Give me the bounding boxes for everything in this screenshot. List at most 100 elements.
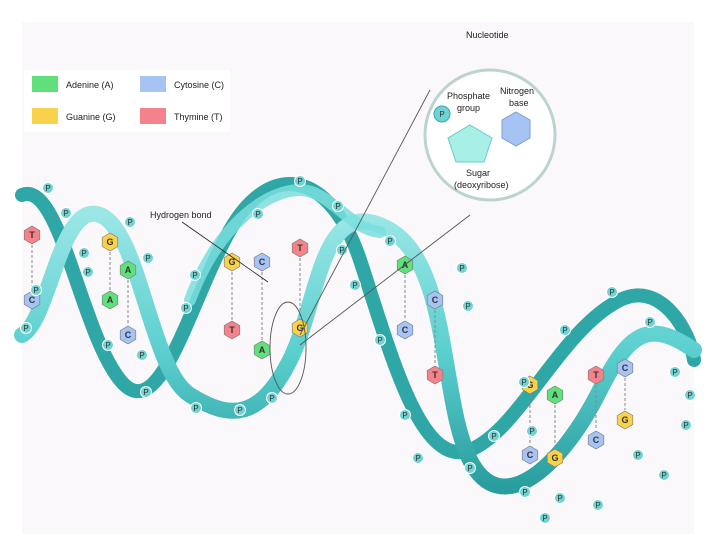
- phosphate-marker: [632, 449, 644, 461]
- phosphate-marker: [252, 208, 264, 220]
- phosphate-group-label-line1: Phosphate: [447, 91, 490, 101]
- phosphate-marker: [518, 376, 530, 388]
- phosphate-marker: [189, 269, 201, 281]
- phosphate-marker-letter: P: [387, 237, 392, 246]
- phosphate-marker-letter: P: [529, 427, 534, 436]
- legend-label-cytosine: Cytosine (C): [174, 80, 224, 90]
- base-letter: T: [432, 370, 438, 380]
- phosphate-marker: [136, 349, 148, 361]
- phosphate-marker: [554, 492, 566, 504]
- base-pair-group: TCGAACGTCATGACCTGCAGTCCG: [23, 225, 634, 468]
- nitrogen-base-t: [426, 365, 444, 385]
- nitrogen-base-t: [587, 365, 605, 385]
- phosphate-marker: [412, 452, 424, 464]
- nitrogen-base-g: [546, 448, 564, 468]
- legend-swatch-cytosine: [140, 76, 166, 92]
- phosphate-marker: [349, 279, 361, 291]
- hydrogen-bond-label: Hydrogen bond: [150, 210, 212, 220]
- phosphate-marker: [462, 300, 474, 312]
- phosphate-marker-letter: P: [335, 202, 340, 211]
- base-letter: G: [296, 323, 303, 333]
- phosphate-marker: [399, 409, 411, 421]
- phosphate-marker-letter: P: [352, 281, 357, 290]
- base-letter: G: [526, 380, 533, 390]
- phosphate-marker: [30, 284, 42, 296]
- base-letter: C: [402, 325, 409, 335]
- nucleotide-highlight-ring: [269, 301, 307, 395]
- base-letter: G: [551, 453, 558, 463]
- nitrogen-base-g: [101, 232, 119, 252]
- phosphate-marker-letter: P: [255, 210, 260, 219]
- nitrogen-base-g: [223, 252, 241, 272]
- phosphate-icon: [433, 105, 451, 123]
- phosphate-marker: [180, 302, 192, 314]
- phosphate-marker: [456, 262, 468, 274]
- phosphate-marker: [464, 462, 476, 474]
- nitrogen-base-c: [426, 290, 444, 310]
- phosphate-marker: [332, 200, 344, 212]
- nitrogen-base-t: [223, 320, 241, 340]
- base-letter: C: [527, 450, 534, 460]
- phosphate-marker: [42, 182, 54, 194]
- phosphate-marker-letter: P: [145, 254, 150, 263]
- base-letter: G: [228, 257, 235, 267]
- phosphate-marker: [669, 366, 681, 378]
- phosphate-marker: [658, 469, 670, 481]
- phosphate-marker-letter: P: [683, 421, 688, 430]
- phosphate-marker: [592, 499, 604, 511]
- base-letter: A: [107, 295, 114, 305]
- legend-label-thymine: Thymine (T): [174, 112, 223, 122]
- phosphate-marker: [140, 386, 152, 398]
- phosphate-marker: [680, 419, 692, 431]
- nucleotide-detail-circle: [423, 68, 557, 202]
- phosphate-marker-letter: P: [269, 394, 274, 403]
- base-letter: C: [432, 295, 439, 305]
- phosphate-marker-letter: P: [237, 406, 242, 415]
- phosphate-marker-letter: P: [647, 318, 652, 327]
- phosphate-marker-letter: P: [521, 378, 526, 387]
- phosphate-marker-letter: P: [459, 264, 464, 273]
- base-letter: T: [593, 370, 599, 380]
- nitrogen-base-a: [101, 290, 119, 310]
- phosphate-marker-letter: P: [81, 249, 86, 258]
- phosphate-marker-letter: P: [465, 302, 470, 311]
- phosphate-marker-letter: P: [127, 218, 132, 227]
- sugar-label-line1: Sugar: [466, 168, 490, 178]
- phosphate-marker-letter: P: [377, 336, 382, 345]
- nitrogen-base-a: [119, 260, 137, 280]
- phosphate-marker-letter: P: [45, 184, 50, 193]
- phosphate-marker: [60, 207, 72, 219]
- phosphate-marker-letter: P: [415, 454, 420, 463]
- base-letter: A: [552, 390, 559, 400]
- nitrogen-base-t: [23, 225, 41, 245]
- phosphate-marker-letter: P: [192, 271, 197, 280]
- nitrogen-base-c: [587, 430, 605, 450]
- backbone-strand-back: [15, 177, 701, 460]
- phosphate-marker: [374, 334, 386, 346]
- nucleotide-title: Nucleotide: [466, 30, 509, 40]
- phosphate-marker-letter: P: [63, 209, 68, 218]
- legend-box: [24, 70, 230, 132]
- nucleotide-callout-line: [299, 214, 471, 346]
- phosphate-marker: [20, 322, 32, 334]
- base-letter: C: [593, 435, 600, 445]
- phosphate-marker-letter: P: [562, 326, 567, 335]
- nitrogen-base-g: [291, 318, 309, 338]
- phosphate-marker-letter: P: [609, 288, 614, 297]
- phosphate-marker: [384, 235, 396, 247]
- phosphate-marker: [234, 404, 246, 416]
- backbone-strand-top: [184, 183, 386, 306]
- nucleotide-callout-line: [299, 89, 431, 336]
- legend-swatch-guanine: [32, 108, 58, 124]
- legend-label-adenine: Adenine (A): [66, 80, 114, 90]
- base-letter: T: [29, 230, 35, 240]
- phosphate-marker-letter: P: [139, 351, 144, 360]
- nitrogen-base-c: [616, 358, 634, 378]
- phosphate-marker-letter: P: [467, 464, 472, 473]
- base-letter: T: [229, 325, 235, 335]
- nitrogen-base-label-line1: Nitrogen: [500, 86, 534, 96]
- phosphate-marker: [559, 324, 571, 336]
- phosphate-marker-letter: P: [672, 368, 677, 377]
